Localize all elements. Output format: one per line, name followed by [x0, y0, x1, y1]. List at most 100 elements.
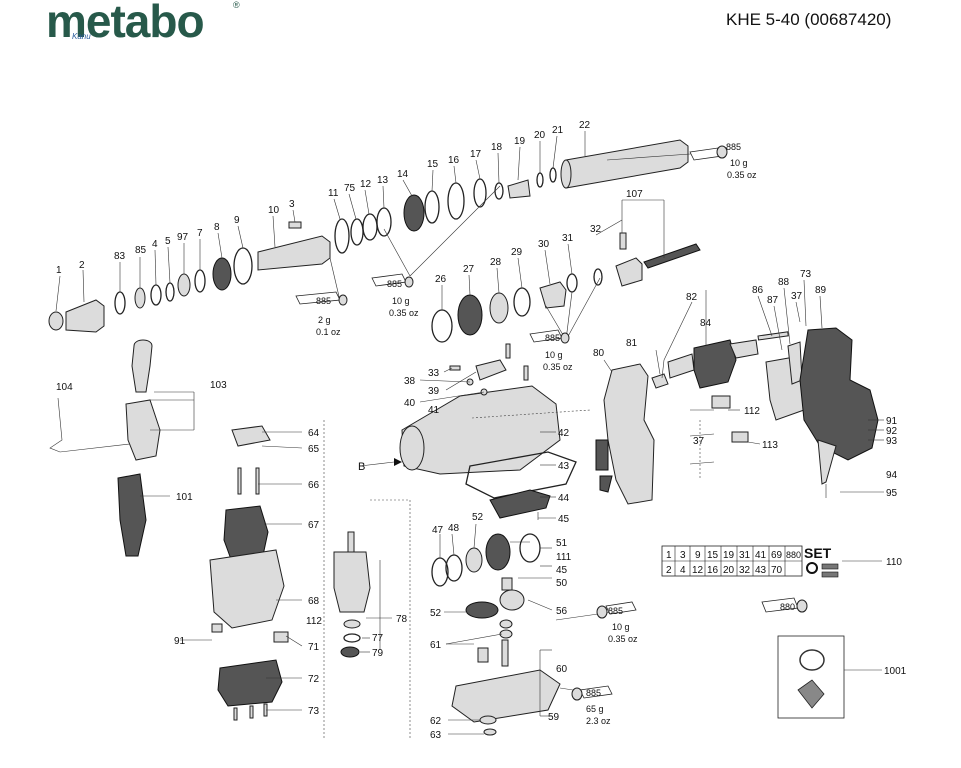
- part-5: [165, 282, 175, 302]
- screw-66b: [255, 467, 260, 495]
- label-103: 103: [210, 380, 227, 391]
- label-28: 28: [490, 257, 502, 268]
- set-cell-r2-4: 20: [723, 565, 735, 576]
- set-cell-r1-6: 41: [755, 550, 767, 561]
- label-73b: 73: [308, 706, 320, 717]
- label-31: 31: [562, 233, 574, 244]
- part-11: [334, 218, 350, 254]
- label-45b: 45: [556, 565, 568, 576]
- label-62: 62: [430, 716, 442, 727]
- label-7: 7: [197, 228, 203, 239]
- inset-1001: [777, 635, 882, 719]
- armature-leaders: [360, 499, 411, 740]
- part-112: [711, 395, 731, 409]
- tag-5-code: 885: [608, 606, 623, 616]
- tag-6-code: 885: [586, 688, 601, 698]
- part-56: [499, 589, 525, 611]
- label-52a: 52: [472, 512, 484, 523]
- part-68: [209, 549, 285, 629]
- tag-4-code: 885: [545, 333, 560, 343]
- label-39: 39: [428, 386, 440, 397]
- part-61a: [499, 619, 513, 629]
- tag-2-code: 885: [387, 279, 402, 289]
- part-80-switch: [595, 439, 609, 471]
- label-38: 38: [404, 376, 416, 387]
- label-82: 82: [686, 292, 698, 303]
- label-80: 80: [593, 348, 605, 359]
- part-86: [757, 331, 789, 341]
- lubricant-tag-2: 885 10 g 0.35 oz: [371, 273, 419, 318]
- part-113: [731, 431, 749, 443]
- label-42: 42: [558, 428, 570, 439]
- tag-6-oz: 2.3 oz: [586, 716, 611, 726]
- label-79: 79: [372, 648, 384, 659]
- header: metabo ® Kanu KHE 5-40 (00687420): [0, 0, 961, 48]
- part-64: [231, 425, 271, 447]
- label-107: 107: [626, 189, 643, 200]
- spring-84: [667, 353, 695, 379]
- part-61d: [501, 639, 509, 667]
- part-1: [48, 311, 64, 331]
- screw-73a: [233, 707, 238, 721]
- part-103-strap: [131, 339, 153, 393]
- part-29: [513, 287, 531, 317]
- lubricant-tag-4: 885 10 g 0.35 oz: [529, 329, 573, 372]
- label-104: 104: [56, 382, 73, 393]
- part-42: [401, 385, 561, 475]
- label-64: 64: [308, 428, 320, 439]
- label-86: 86: [752, 285, 764, 296]
- label-68: 68: [308, 596, 320, 607]
- label-37b: 37: [693, 436, 705, 447]
- label-97: 97: [177, 232, 189, 243]
- part-89: [799, 327, 879, 461]
- part-107: [643, 243, 701, 269]
- handle-leaders: [603, 279, 884, 493]
- label-11: 11: [328, 188, 339, 199]
- part-101: [117, 473, 147, 557]
- middle-leaders: [441, 199, 665, 341]
- middle-gear-parts: [431, 232, 701, 343]
- label-12: 12: [360, 179, 372, 190]
- label-91b: 91: [174, 636, 186, 647]
- label-5: 5: [165, 236, 171, 247]
- part-78-shaft: [347, 531, 355, 553]
- set-cell-r2-5: 32: [739, 565, 751, 576]
- part-4: [150, 284, 162, 306]
- label-26: 26: [435, 274, 447, 285]
- label-88: 88: [778, 277, 790, 288]
- label-15: 15: [427, 159, 439, 170]
- label-30: 30: [538, 239, 550, 250]
- label-112a: 112: [744, 406, 760, 417]
- screw-73b: [249, 705, 254, 719]
- lubricant-tag-6: 885 65 g 2.3 oz: [571, 685, 613, 726]
- part-30: [539, 281, 567, 309]
- part-62: [479, 715, 497, 725]
- set-cell-r1-4: 19: [723, 550, 735, 561]
- part-labels: 1 2 83 85 4 5 97 7 8 9 10 3 11 75 12 13 …: [56, 120, 907, 741]
- label-66: 66: [308, 480, 320, 491]
- gearbox-parts: [431, 533, 561, 736]
- label-87: 87: [767, 295, 779, 306]
- label-29: 29: [511, 247, 523, 258]
- label-1: 1: [56, 265, 62, 276]
- set-label: SET: [804, 545, 832, 561]
- part-9: [233, 247, 253, 285]
- label-95: 95: [886, 488, 898, 499]
- part-77: [343, 633, 361, 643]
- part-26: [431, 309, 453, 343]
- label-3: 3: [289, 199, 295, 210]
- part-22: [565, 139, 689, 189]
- set-pin-icon: [821, 563, 839, 570]
- label-44: 44: [558, 493, 570, 504]
- part-52b: [465, 601, 499, 619]
- tag-1-qty: 2 g: [318, 315, 331, 325]
- part-2: [65, 299, 105, 333]
- label-78: 78: [396, 614, 408, 625]
- part-78: [333, 551, 371, 613]
- tag-4-oz: 0.35 oz: [543, 362, 573, 372]
- registered-mark: ®: [233, 0, 240, 10]
- part-20: [536, 172, 544, 188]
- part-61c: [477, 647, 489, 663]
- label-17: 17: [470, 149, 482, 160]
